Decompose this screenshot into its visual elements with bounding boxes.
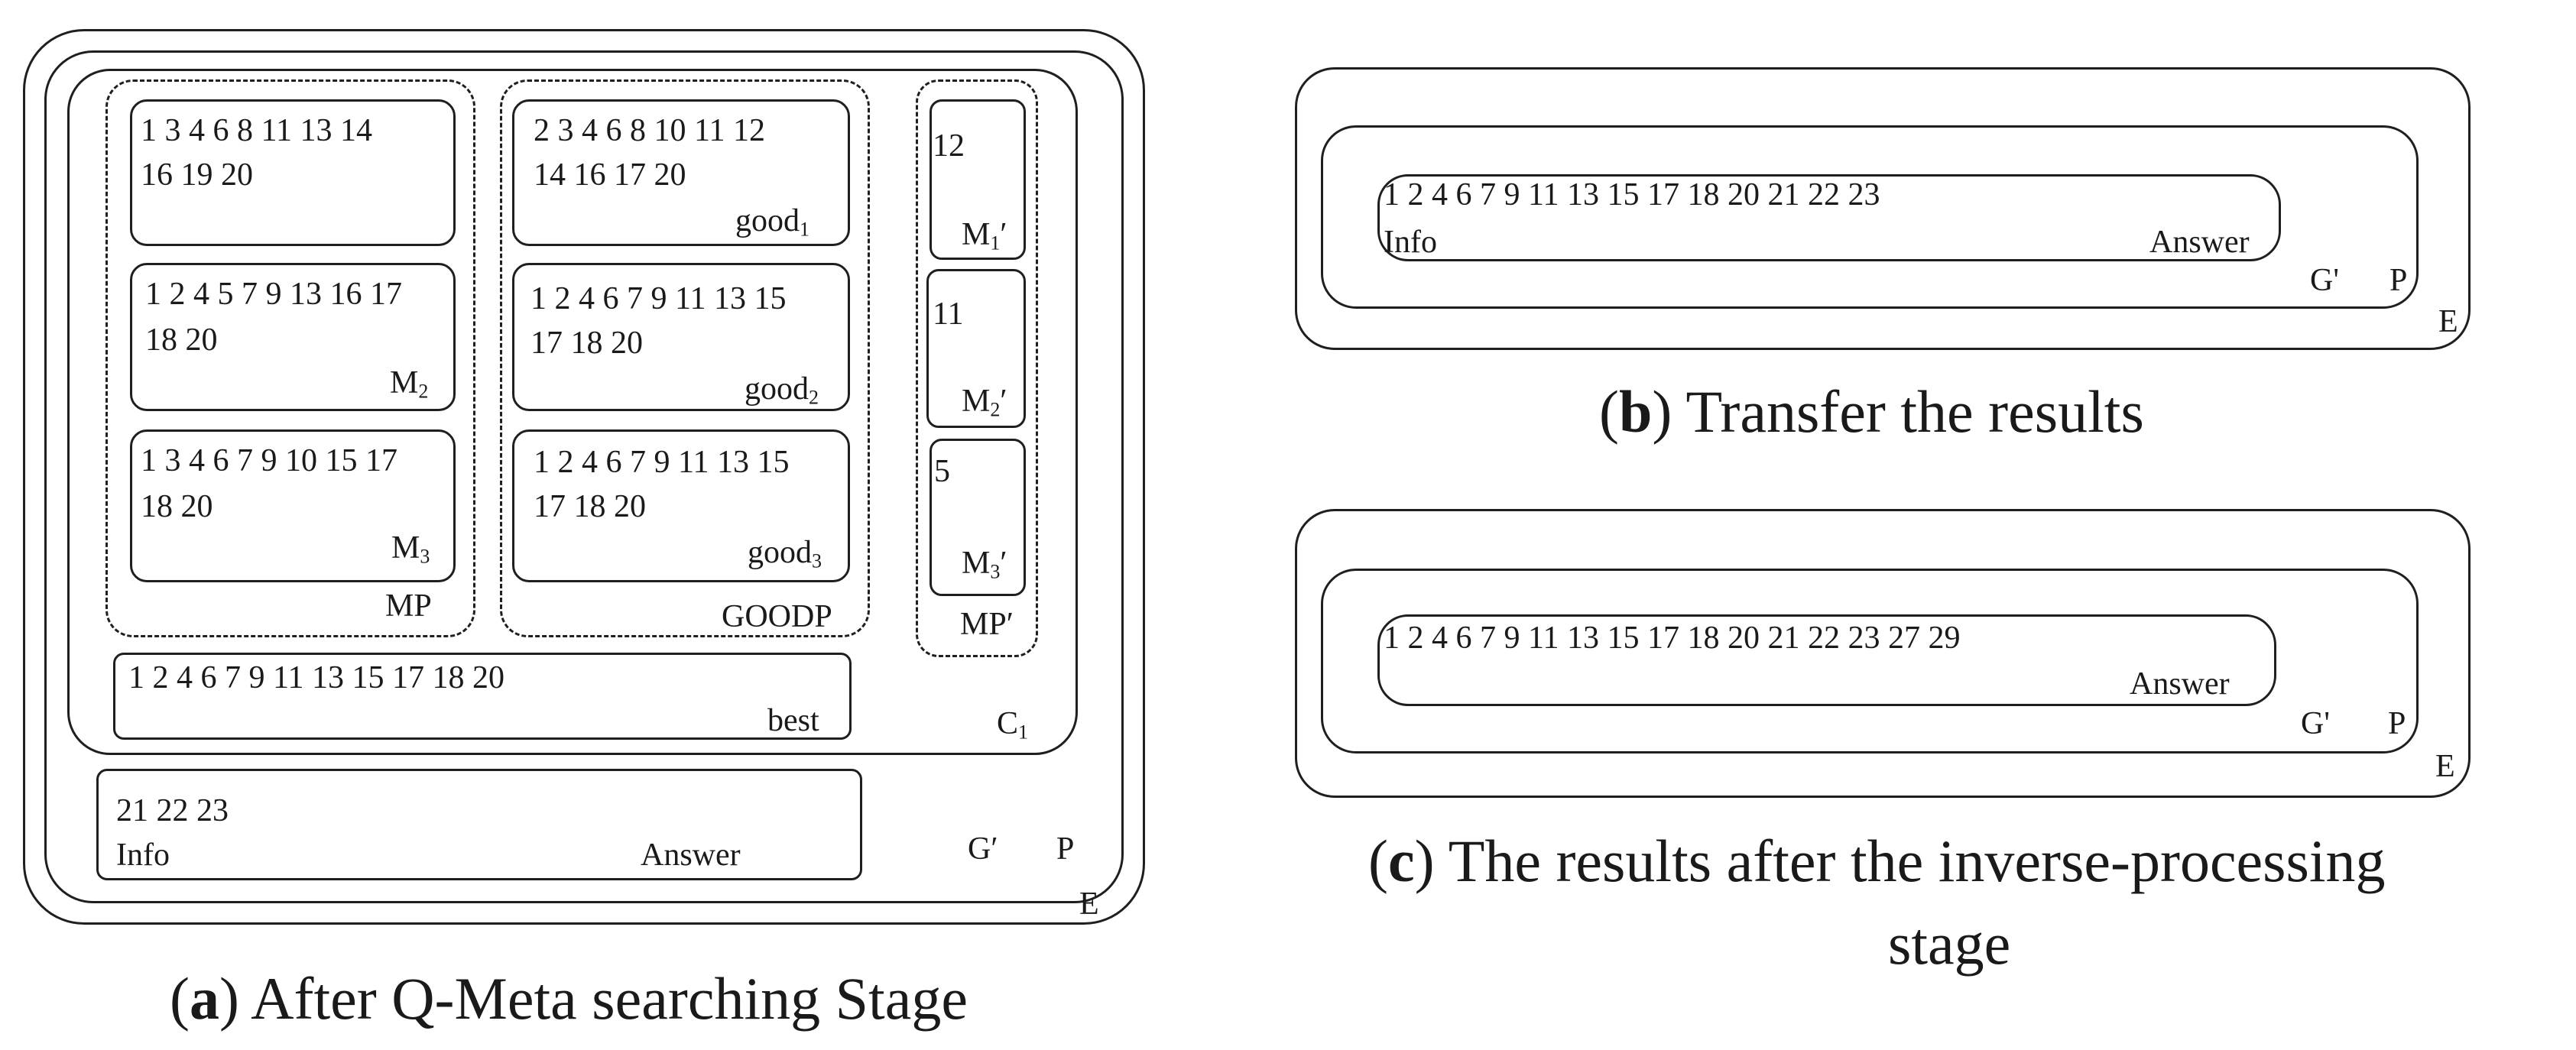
b-info-label: Info xyxy=(1384,225,1437,260)
best-label: best xyxy=(767,703,819,738)
info-values: 21 22 23 xyxy=(116,793,229,828)
mp-box-2-line2: 18 20 xyxy=(145,322,218,358)
good-box-3-line1: 1 2 4 6 7 9 11 13 15 xyxy=(534,445,790,480)
mp-box-1 xyxy=(130,99,456,246)
m-prime-box-2-value: 11 xyxy=(933,297,964,332)
panel-b-caption: (b) Transfer the results xyxy=(1599,378,2144,445)
good-box-1 xyxy=(512,99,850,246)
m-prime-box-2-label: M2′ xyxy=(962,384,1007,421)
g-prime-label: G′ xyxy=(968,831,998,867)
b-inner-box xyxy=(1377,174,2281,261)
p-box xyxy=(44,50,1124,903)
best-box xyxy=(113,653,852,740)
c-values: 1 2 4 6 7 9 11 13 15 17 18 20 21 22 23 2… xyxy=(1384,621,1961,656)
m-prime-box-3-value: 5 xyxy=(934,454,950,489)
m-prime-box-2 xyxy=(926,269,1026,428)
mp-box-3-label: M3 xyxy=(391,530,430,568)
b-answer-label: Answer xyxy=(2149,225,2250,260)
goodp-group xyxy=(500,79,870,637)
mp-group xyxy=(105,79,475,637)
info-label: Info xyxy=(116,838,170,873)
mp-prime-group xyxy=(916,79,1038,657)
b-e-label: E xyxy=(2438,304,2458,339)
p-label: P xyxy=(1056,831,1075,867)
good-box-3 xyxy=(512,429,850,582)
m-prime-box-3-label: M3′ xyxy=(962,546,1007,583)
mp-box-3-line2: 18 20 xyxy=(141,489,213,524)
good-box-3-label: good3 xyxy=(748,535,822,572)
b-values: 1 2 4 6 7 9 11 13 15 17 18 20 21 22 23 xyxy=(1384,177,1880,212)
mp-box-3 xyxy=(130,429,456,582)
good-box-2-line1: 1 2 4 6 7 9 11 13 15 xyxy=(530,281,787,316)
mp-box-1-line1: 1 3 4 6 8 11 13 14 xyxy=(141,113,372,148)
c-p-box xyxy=(1321,569,2419,753)
mp-group-label: MP xyxy=(385,588,432,624)
b-e-box xyxy=(1295,67,2471,350)
m-prime-box-1 xyxy=(930,99,1026,260)
panel-a-caption: (a) After Q-Meta searching Stage xyxy=(170,965,968,1032)
good-box-2-label: good2 xyxy=(745,371,819,409)
m-prime-box-1-label: M1′ xyxy=(962,217,1007,254)
c-e-label: E xyxy=(2435,749,2455,784)
panel-c-caption-line1: (c) The results after the inverse-proces… xyxy=(1368,828,2386,894)
good-box-2 xyxy=(512,263,850,411)
goodp-group-label: GOODP xyxy=(722,599,832,634)
mp-box-2-line1: 1 2 4 5 7 9 13 16 17 xyxy=(145,277,402,312)
good-box-2-line2: 17 18 20 xyxy=(530,326,643,361)
c-e-box xyxy=(1295,509,2471,798)
c1-box xyxy=(67,69,1078,755)
e-outer-box xyxy=(23,29,1145,925)
good-box-1-label: good1 xyxy=(735,203,810,241)
m-prime-box-1-value: 12 xyxy=(933,128,965,164)
c-p-label: P xyxy=(2388,706,2406,741)
good-box-3-line2: 17 18 20 xyxy=(534,489,646,524)
info-answer-box xyxy=(96,769,862,880)
mp-box-1-line2: 16 19 20 xyxy=(141,157,253,193)
e-label: E xyxy=(1079,886,1099,922)
b-g-label: G' xyxy=(2310,263,2339,298)
c1-label: C1 xyxy=(997,706,1029,744)
answer-label: Answer xyxy=(641,838,741,873)
best-values: 1 2 4 6 7 9 11 13 15 17 18 20 xyxy=(128,660,504,695)
m-prime-box-3 xyxy=(930,439,1026,596)
c-answer-label: Answer xyxy=(2130,666,2230,702)
good-box-1-line2: 14 16 17 20 xyxy=(534,157,686,193)
c-g-label: G' xyxy=(2301,706,2330,741)
c-inner-box xyxy=(1377,614,2276,706)
mp-box-3-line1: 1 3 4 6 7 9 10 15 17 xyxy=(141,443,397,478)
mp-box-2 xyxy=(130,263,456,411)
panel-c-caption-line2: stage xyxy=(1888,910,2011,977)
mp-box-2-label: M2 xyxy=(390,365,429,403)
b-p-box xyxy=(1321,125,2419,309)
good-box-1-line1: 2 3 4 6 8 10 11 12 xyxy=(534,113,765,148)
b-p-label: P xyxy=(2389,263,2408,298)
mp-prime-group-label: MP′ xyxy=(960,607,1014,642)
